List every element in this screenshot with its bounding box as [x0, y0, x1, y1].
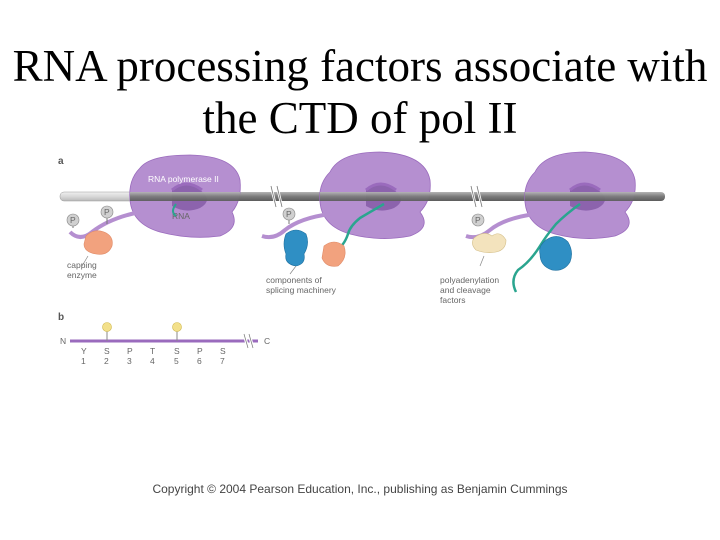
polya-label-1: polyadenylation — [440, 275, 499, 285]
title-line-1: RNA processing factors associate with — [12, 41, 708, 91]
position: 7 — [220, 356, 225, 366]
residue: T — [150, 346, 155, 356]
phospho-label: P — [475, 215, 481, 225]
title-line-2: the CTD of pol II — [202, 93, 518, 143]
splicing-label-1: components of — [266, 275, 322, 285]
residue: P — [127, 346, 133, 356]
phosphate-group: P — [282, 207, 296, 224]
splicing-machinery — [283, 229, 346, 267]
phospho-ser2 — [102, 322, 112, 332]
residue: Y — [81, 346, 87, 356]
position: 1 — [81, 356, 86, 366]
phosphate-group: P — [471, 213, 485, 227]
polya-label-2: and cleavage — [440, 285, 491, 295]
panel-a-label: a — [58, 156, 64, 167]
splicing-label-2: splicing machinery — [266, 285, 337, 295]
rna-label: RNA — [172, 211, 190, 221]
phospho-label: P — [104, 207, 110, 217]
phospho-ser5 — [172, 322, 182, 332]
slide-title: RNA processing factors associate with th… — [0, 40, 720, 144]
polyadenylation-factors — [472, 233, 572, 271]
capping-label-1: capping — [67, 260, 97, 270]
position: 4 — [150, 356, 155, 366]
capping-label-2: enzyme — [67, 270, 97, 280]
n-terminus-label: N — [60, 336, 66, 346]
position: 5 — [174, 356, 179, 366]
panel-b-label: b — [58, 312, 64, 323]
position: 6 — [197, 356, 202, 366]
phospho-label: P — [70, 215, 76, 225]
polya-label-3: factors — [440, 295, 466, 305]
phosphate-group: P P — [66, 205, 114, 228]
rna-polymerase-label: RNA polymerase II — [148, 174, 219, 184]
position: 3 — [127, 356, 132, 366]
phospho-label: P — [286, 209, 292, 219]
residue: S — [220, 346, 226, 356]
residue: P — [197, 346, 203, 356]
residue: S — [104, 346, 110, 356]
copyright-notice: Copyright © 2004 Pearson Education, Inc.… — [152, 482, 568, 496]
ctd-heptad: N C Y S P T S P S 1 2 3 4 5 6 7 — [60, 322, 270, 366]
capping-enzyme — [83, 230, 113, 255]
c-terminus-label: C — [264, 336, 270, 346]
residue: S — [174, 346, 180, 356]
position: 2 — [104, 356, 109, 366]
